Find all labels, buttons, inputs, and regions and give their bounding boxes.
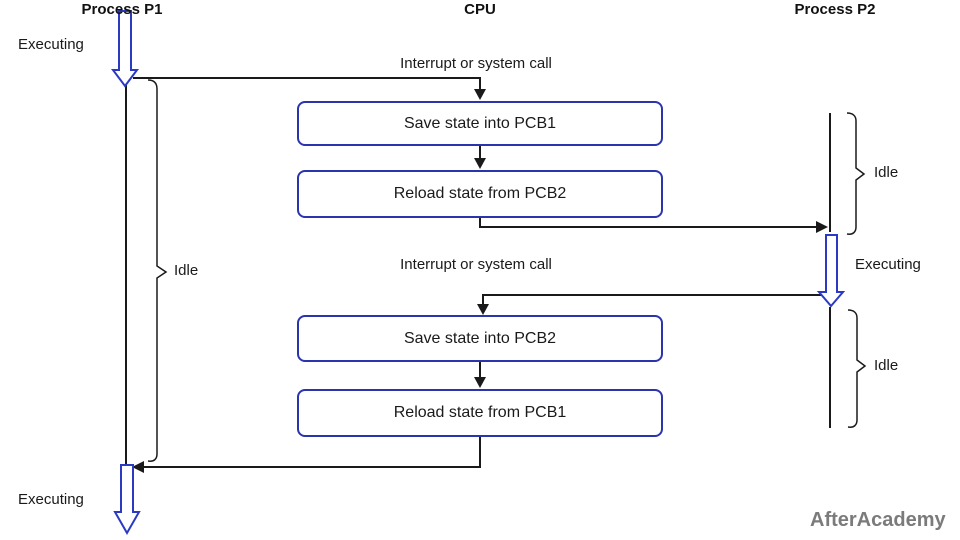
arrowhead-left-1 (132, 461, 144, 473)
label-idle-right-1: Idle (874, 164, 899, 181)
line-box2-to-p2 (479, 218, 816, 228)
arrowhead-down-1 (474, 89, 486, 100)
watermark-afteracademy: AfterAcademy (810, 509, 946, 531)
header-cpu: CPU (464, 1, 496, 18)
label-idle-right-2: Idle (874, 357, 899, 374)
executing-arrow-p1-bottom (113, 464, 141, 536)
idle-brace-right-1 (846, 112, 866, 235)
line-box4-to-p1 (144, 437, 481, 468)
executing-arrow-p1-top (111, 10, 139, 88)
header-process-p1: Process P1 (81, 1, 163, 18)
box-save-state-pcb2: Save state into PCB2 (297, 315, 663, 362)
label-interrupt-1: Interrupt or system call (400, 55, 552, 72)
label-executing-bottom: Executing (18, 491, 84, 508)
idle-brace-right-2 (847, 309, 867, 428)
box-save-state-pcb1: Save state into PCB1 (297, 101, 663, 146)
label-executing-top: Executing (18, 36, 84, 53)
interrupt-line-1 (133, 77, 481, 90)
arrowhead-down-2 (474, 158, 486, 169)
interrupt-line-2 (482, 294, 826, 305)
label-idle-left: Idle (174, 262, 199, 279)
box-reload-state-pcb1: Reload state from PCB1 (297, 389, 663, 437)
executing-arrow-p2 (816, 234, 846, 308)
label-executing-right: Executing (855, 256, 921, 273)
header-process-p2: Process P2 (794, 1, 876, 18)
arrowhead-down-4 (474, 377, 486, 388)
label-interrupt-2: Interrupt or system call (400, 256, 552, 273)
idle-brace-left (147, 79, 168, 462)
arrowhead-right-1 (816, 221, 828, 233)
arrowhead-down-3 (477, 304, 489, 315)
box-reload-state-pcb2: Reload state from PCB2 (297, 170, 663, 218)
